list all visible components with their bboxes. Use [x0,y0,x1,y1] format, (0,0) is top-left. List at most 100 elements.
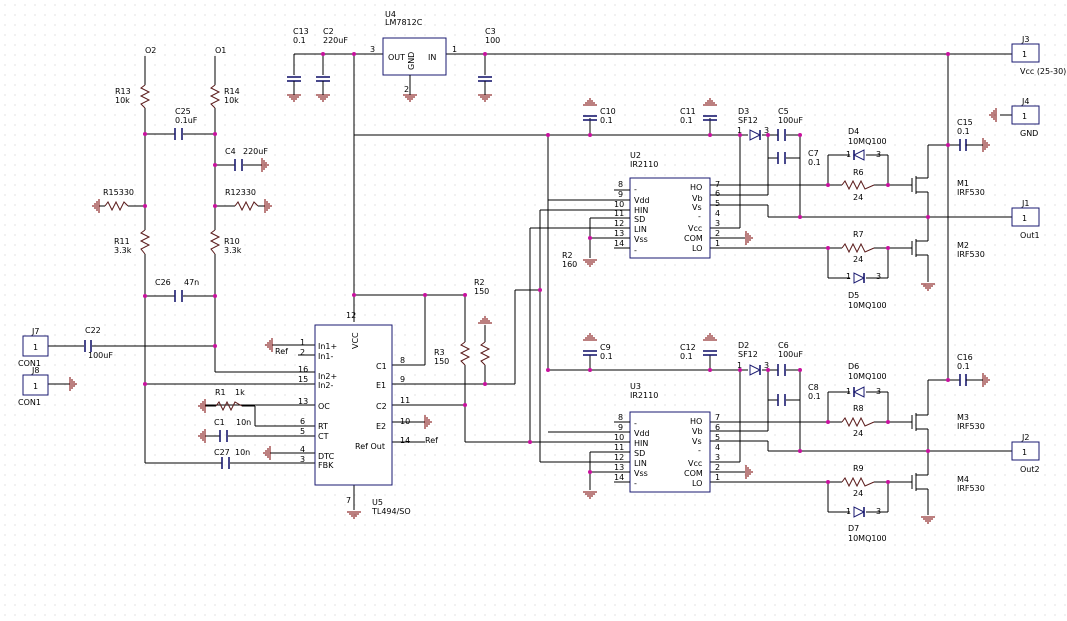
connector-bodies [22,43,1040,461]
u3-value: IR2110 [630,391,658,400]
c7-ref: C7 [808,149,819,158]
u5-pin-12: 12 [346,311,356,320]
u5-pin-8: 8 [400,356,405,365]
c1-ref: C1 [214,418,225,427]
u2-pin-14: 14 [614,239,624,248]
u5-label-13: OC [318,402,330,411]
u3-label-12: LIN [634,459,647,468]
u5-pin-13: 13 [298,397,308,406]
mosfet-symbols [911,175,929,494]
u5-label-6: RT [318,422,328,431]
r10-value: 3.3k [224,246,242,255]
u2-pin-9: 9 [618,190,623,199]
u2-label-5: Vs [692,203,702,212]
u5-value: TL494/SO [371,507,411,516]
u3-pin-7: 7 [715,413,720,422]
u3-label-2: COM [684,469,703,478]
c22-value: 100uF [88,351,113,360]
u5-label-10: E2 [376,422,386,431]
u4-pin-gnd: 2 [404,85,409,94]
u2-value: IR2110 [630,160,658,169]
u2-label-7: HO [690,183,702,192]
r2a-value: 150 [474,287,489,296]
resistor-symbols [104,84,875,488]
d3-pin-3: 3 [764,126,769,135]
ref-label-right: Ref [425,436,438,445]
r11-ref: R11 [114,237,130,246]
u2-ir2110-body [629,177,711,259]
j7-ref: J7 [31,327,39,336]
j3-pin: 1 [1022,50,1027,59]
c9-ref: C9 [600,343,611,352]
u2-label-1: LO [692,244,702,253]
u3-pin-11: 11 [614,443,624,452]
d6-value: 10MQ100 [848,372,887,381]
c6-value: 100uF [778,350,803,359]
r13-ref: R13 [115,87,131,96]
u5-pin-2: 2 [300,348,305,357]
d3-ref: D3 [738,107,749,116]
u2-pin-3: 3 [715,219,720,228]
u5-pin-3: 3 [300,455,305,464]
u5-pin-15: 15 [298,375,308,384]
d2-ref: D2 [738,341,749,350]
junction-dots [143,52,950,484]
u5-label-4: DTC [318,452,335,461]
u5-label-12: VCC [351,332,360,349]
d4-ref: D4 [848,127,859,136]
u2-label-12: LIN [634,225,647,234]
d2-pin-3: 3 [764,361,769,370]
d7-ref: D7 [848,524,859,533]
u3-label-7: HO [690,417,702,426]
r12-ref: R12330 [225,188,256,197]
u4-pin-out: 3 [370,45,375,54]
j8-pin: 1 [33,382,38,391]
r14-ref: R14 [224,87,240,96]
u4-ref: U4 [385,10,396,19]
r6-value: 24 [853,193,863,202]
d2-value: SF12 [738,350,758,359]
u3-ir2110-body [629,411,711,493]
r15-ref: R15330 [103,188,134,197]
r1-value: 1k [235,388,245,397]
u2-pin-6: 6 [715,189,720,198]
c27-ref: C27 [214,448,230,457]
m1-value: IRF530 [957,188,985,197]
u5-pin-10: 10 [400,417,410,426]
u5-pin-16: 16 [298,365,308,374]
u5-label-9: E1 [376,381,386,390]
d6-ref: D6 [848,362,859,371]
d4-pin-3: 3 [876,150,881,159]
c11-ref: C11 [680,107,696,116]
r14-value: 10k [224,96,239,105]
u3-label-11: SD [634,449,645,458]
u2-pin-1: 1 [715,239,720,248]
c26-ref: C26 [155,278,171,287]
j2-pin: 1 [1022,448,1027,457]
u4-out-label: OUT [388,53,405,62]
u5-label-5: CT [318,432,329,441]
r9-ref: R9 [853,464,864,473]
j7-label: CON1 [18,359,41,368]
u4-value: LM7812C [385,18,423,27]
j2-label: Out2 [1020,465,1040,474]
u5-pin-6: 6 [300,417,305,426]
u3-pin-2: 2 [715,463,720,472]
r7-value: 24 [853,255,863,264]
d3-pin-1: 1 [737,126,742,135]
diode-symbols [749,129,866,518]
u4-regulator-body [382,37,447,76]
u2-label-10: HIN [634,206,648,215]
r3-value: 150 [434,357,449,366]
u4-pin-in: 1 [452,45,457,54]
c9-value: 0.1 [600,352,613,361]
d6-pin-3: 3 [876,387,881,396]
ic-pin-stubs [614,189,630,483]
u2-pin-2: 2 [715,229,720,238]
d7-value: 10MQ100 [848,534,887,543]
c15-value: 0.1 [957,127,970,136]
u2-pin-12: 12 [614,219,624,228]
r11-value: 3.3k [114,246,132,255]
m1-ref: M1 [957,179,969,188]
